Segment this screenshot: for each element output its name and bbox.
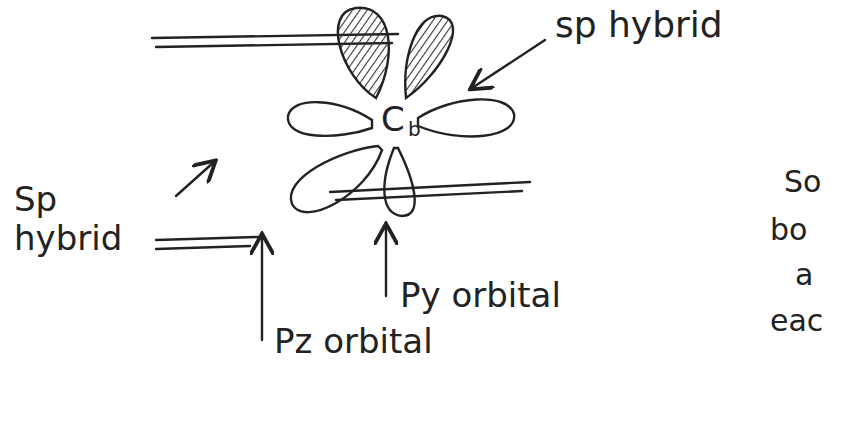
note-fragment: eac (770, 304, 823, 339)
bond-line (156, 237, 258, 240)
orbital-lobe (384, 148, 414, 216)
orbital-lobe (291, 146, 382, 212)
atom-subscript: b (408, 118, 421, 141)
orbital-label: Py orbital (400, 276, 561, 315)
orbital-label: sp hybrid (555, 4, 723, 45)
orbital-lobe (418, 99, 514, 136)
orbital-lobe (288, 102, 372, 136)
bond-line (156, 246, 250, 249)
orbital-lobe (405, 16, 453, 98)
bond-line (336, 191, 522, 200)
pointer-arrow (472, 40, 545, 88)
bond-line (330, 182, 530, 192)
orbital-label: Sp hybrid (14, 180, 149, 258)
atom-symbol: C (381, 100, 405, 139)
orbital-label: Pz orbital (274, 322, 433, 361)
orbital-lobe (338, 8, 389, 98)
note-fragment: So (784, 165, 821, 200)
pointer-arrow (176, 162, 214, 196)
note-fragment: bo (770, 213, 807, 248)
pointer-arrow (385, 226, 387, 296)
note-fragment: a (795, 258, 813, 293)
pointer-arrow (261, 236, 263, 340)
